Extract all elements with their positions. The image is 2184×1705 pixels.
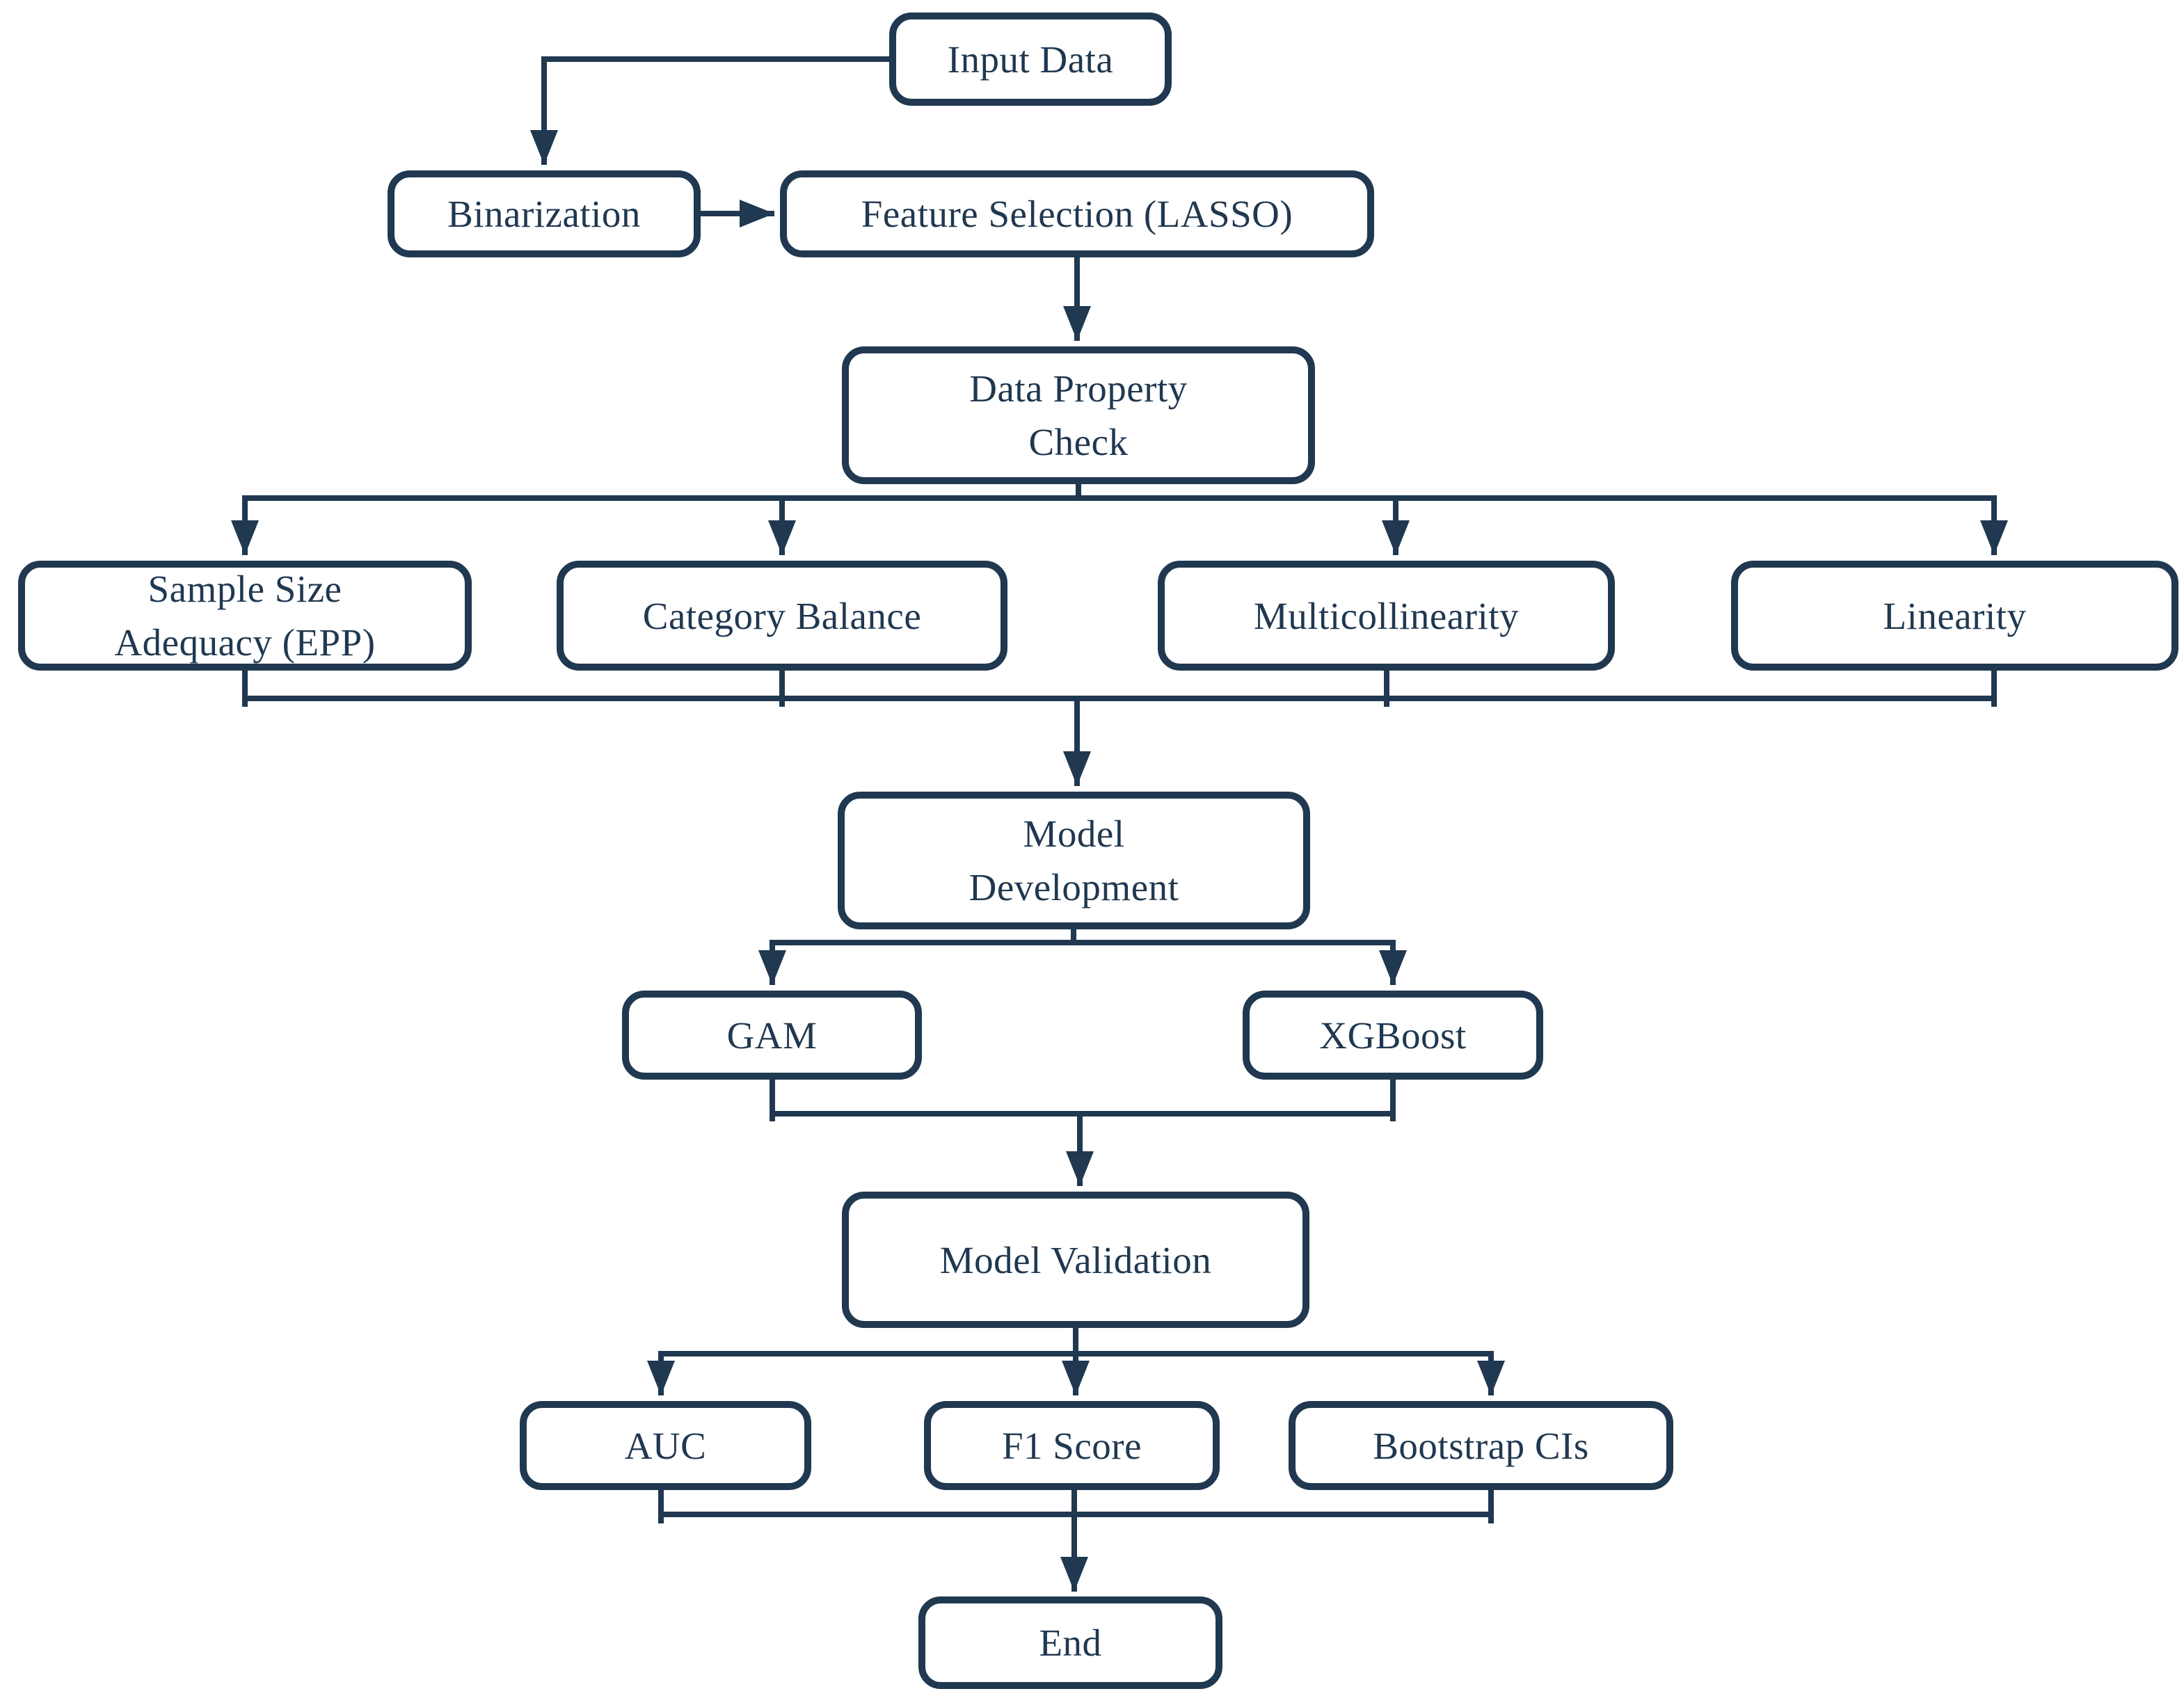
node-f1-score: F1 Score [924, 1401, 1220, 1490]
node-gam: GAM [622, 991, 922, 1080]
node-input-data-label: Input Data [947, 38, 1114, 81]
node-auc-label: AUC [624, 1424, 707, 1467]
node-f1-score-label: F1 Score [1001, 1424, 1142, 1467]
node-data-property-check: Data Property Check [842, 346, 1315, 484]
node-model-validation: Model Validation [842, 1192, 1309, 1328]
node-model-development-label: Model Development [969, 813, 1179, 908]
node-bootstrap-cis: Bootstrap CIs [1289, 1401, 1673, 1490]
node-feature-selection-label: Feature Selection (LASSO) [861, 193, 1293, 235]
node-multicollinearity: Multicollinearity [1158, 561, 1615, 671]
node-multicollinearity-label: Multicollinearity [1253, 594, 1520, 637]
node-feature-selection: Feature Selection (LASSO) [780, 170, 1374, 257]
node-linearity-label: Linearity [1883, 594, 2027, 637]
node-model-validation-label: Model Validation [939, 1238, 1212, 1281]
node-sample-size-adequacy: Sample Size Adequacy (EPP) [18, 561, 472, 671]
node-sample-size-adequacy-label: Sample Size Adequacy (EPP) [114, 568, 376, 664]
node-category-balance-label: Category Balance [642, 594, 922, 637]
node-model-development: Model Development [838, 792, 1310, 929]
node-data-property-check-label: Data Property Check [969, 367, 1188, 463]
node-gam-label: GAM [726, 1014, 818, 1057]
node-end-label: End [1039, 1622, 1102, 1664]
node-input-data: Input Data [889, 13, 1172, 106]
node-binarization: Binarization [388, 170, 701, 257]
node-binarization-label: Binarization [447, 193, 641, 235]
node-category-balance: Category Balance [557, 561, 1007, 671]
node-auc: AUC [520, 1401, 811, 1490]
node-linearity: Linearity [1731, 561, 2178, 671]
node-xgboost-label: XGBoost [1319, 1014, 1467, 1057]
node-bootstrap-cis-label: Bootstrap CIs [1373, 1424, 1589, 1467]
node-xgboost: XGBoost [1243, 991, 1543, 1080]
node-end: End [918, 1596, 1222, 1689]
edge-input-data-binarization [530, 56, 889, 165]
